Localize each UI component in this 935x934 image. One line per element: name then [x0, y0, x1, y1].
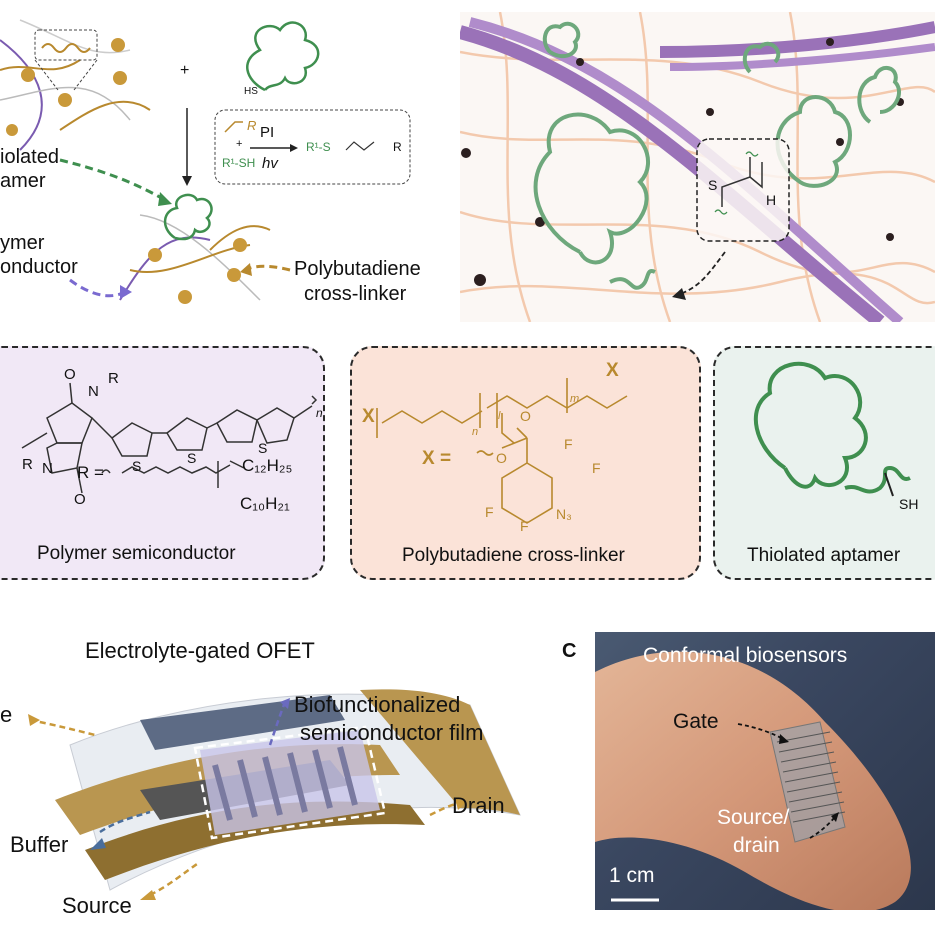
panel-c-letter: C	[562, 640, 577, 662]
ofet-gate-fragment: e	[0, 702, 13, 727]
polymer-o-bottom: O	[74, 491, 86, 508]
crosslinker-x-left: X	[362, 406, 375, 427]
thiolated-label-2: amer	[0, 170, 46, 192]
reaction-product-r1s: R¹-S	[306, 140, 331, 154]
crosslinker-f-4: F	[520, 518, 529, 534]
polymer-structure	[21, 382, 318, 494]
crosslinker-label-2: cross-linker	[304, 283, 407, 305]
polymer-s-1: S	[132, 458, 142, 474]
crosslinker-m: m	[570, 393, 580, 405]
panel-c-title: Conformal biosensors	[643, 644, 848, 667]
crosslinker-n3: N₃	[556, 506, 572, 522]
polymer-r-equals: R =	[77, 463, 104, 482]
plus-sign: +	[180, 62, 190, 79]
polymer-s-2: S	[187, 450, 197, 466]
ofet-panel: Electrolyte-gated OFET e Biofunctional	[0, 610, 580, 934]
polymer-n-top: N	[88, 383, 99, 400]
crosslinker-f-3: F	[485, 504, 494, 520]
drain-label: Drain	[452, 793, 505, 818]
crosslinker-caption: Polybutadiene cross-linker	[402, 545, 625, 566]
reaction-plus: +	[236, 138, 243, 150]
polymer-semiconductor-box: N R O N R O S S S n R = C₁₂H₂₅ C₁₀H₂₁ Po…	[0, 346, 325, 580]
polymer-o-top: O	[64, 366, 76, 383]
network-render: S H	[458, 11, 935, 328]
panel-a: iolated amer ymer onductor Polybutadiene…	[0, 0, 450, 330]
inset-h: H	[766, 192, 777, 208]
buffer-label: Buffer	[10, 832, 69, 857]
reaction-r1sh: R¹-SH	[222, 156, 256, 170]
crosslinker-f-1: F	[564, 436, 573, 452]
polymer-r-top: R	[108, 370, 119, 387]
polymer-c12: C₁₂H₂₅	[242, 456, 293, 475]
crosslinker-n: n	[472, 426, 479, 438]
network-render-art	[458, 11, 935, 328]
reaction-pi: PI	[260, 124, 275, 141]
source-label: Source	[62, 893, 132, 918]
crosslinker-f-2: F	[592, 460, 601, 476]
ofet-device	[28, 689, 521, 900]
thiolated-label-1: iolated	[0, 146, 59, 168]
scale-bar-label: 1 cm	[609, 864, 655, 887]
polymer-r-bottom: R	[22, 456, 33, 473]
crosslinker-o-1: O	[496, 450, 507, 466]
polymer-label-1: ymer	[0, 232, 45, 254]
finger-photo: Conformal biosensors Gate Source/ drain …	[595, 632, 935, 910]
panel-c-source-drain-1: Source/	[717, 806, 790, 829]
polymer-s-3: S	[258, 440, 268, 456]
biofunc-label-2: semiconductor film	[300, 720, 484, 745]
aptamer-sh: SH	[899, 496, 919, 512]
crosslinker-box: X X n l m X = O O F F F F N₃ Polybutadie…	[350, 346, 701, 580]
reaction-hv: hv	[262, 155, 278, 172]
aptamer-caption: Thiolated aptamer	[747, 545, 901, 566]
polymer-label-2: onductor	[0, 256, 78, 278]
crosslinker-x-equals: X =	[422, 448, 452, 469]
crosslinker-l: l	[498, 410, 501, 422]
polymer-caption: Polymer semiconductor	[37, 543, 236, 564]
panel-c-source-drain-2: drain	[733, 834, 780, 857]
crosslinker-label-1: Polybutadiene	[294, 258, 421, 280]
panel-a-schematic	[0, 19, 411, 304]
inset-s: S	[708, 177, 718, 193]
polymer-n-subscript: n	[316, 406, 323, 420]
ofet-title: Electrolyte-gated OFET	[85, 638, 315, 663]
crosslinker-structure	[376, 378, 628, 524]
biofunc-label-1: Biofunctionalized	[294, 692, 461, 717]
crosslinker-x-right: X	[606, 360, 619, 381]
hs-label: HS	[244, 86, 258, 97]
aptamer-box: SH Thiolated aptamer	[713, 346, 935, 580]
panel-c-gate: Gate	[673, 710, 719, 733]
finger-art	[595, 651, 911, 910]
crosslinker-o-2: O	[520, 408, 531, 424]
reaction-product-r: R	[393, 140, 402, 154]
reaction-r: R	[247, 118, 257, 133]
polymer-n-bottom: N	[42, 460, 53, 477]
aptamer-structure	[753, 361, 911, 497]
polymer-c10: C₁₀H₂₁	[240, 494, 290, 513]
